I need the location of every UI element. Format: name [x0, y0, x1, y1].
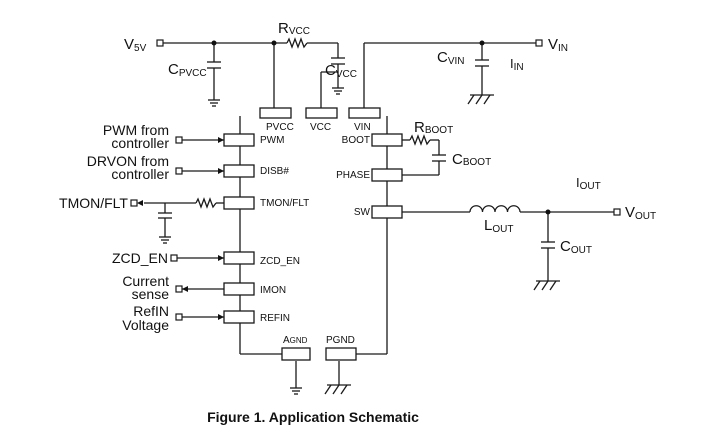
terminal-vin: [535, 39, 543, 47]
signal-labels: V5V VIN IIN IOUT VOUT PWM from controlle…: [59, 36, 656, 333]
label-pwm-line1: PWM from: [103, 122, 169, 138]
pin-box-boot: [371, 133, 403, 147]
pin-box-tmon: [223, 196, 255, 210]
terminal-vout: [613, 208, 621, 216]
label-refin-line2: Voltage: [122, 317, 169, 333]
capacitor-tmon-symbol: [158, 212, 172, 219]
pin-box-zcd-en: [223, 251, 255, 265]
figure-caption: Figure 1. Application Schematic: [207, 409, 419, 425]
component-labels: RVCC CPVCC CVCC CVIN RBOOT CBOOT LOUT CO…: [168, 20, 592, 256]
label-iout: IOUT: [576, 175, 601, 192]
pin-box-imon: [223, 282, 255, 296]
label-vout: VOUT: [625, 204, 656, 222]
capacitor-cvcc-symbol: [331, 57, 345, 65]
label-rboot: RBOOT: [414, 119, 453, 136]
label-cboot: CBOOT: [452, 151, 491, 168]
arrow-refin-icon: [218, 314, 224, 320]
arrow-drvon-icon: [218, 168, 224, 174]
resistor-rboot-symbol: [409, 134, 431, 146]
capacitor-cpvcc-symbol: [207, 61, 221, 69]
pin-box-vcc: [305, 107, 338, 119]
pin-box-pwm: [223, 133, 255, 147]
terminal-pwm: [175, 136, 183, 144]
label-cout: COUT: [560, 238, 592, 256]
terminal-zcd-en: [170, 254, 178, 262]
pin-label-tmon: TMON/FLT: [260, 198, 309, 209]
pin-label-agnd: AGND: [283, 335, 308, 346]
resistor-rvcc-symbol: [286, 37, 308, 49]
pin-label-refin: REFIN: [260, 313, 290, 324]
junction-dot: [479, 40, 485, 46]
pin-label-sw: SW: [354, 207, 371, 218]
pin-labels: PVCC VCC VIN BOOT PHASE SW PWM DISB# TMO…: [260, 122, 371, 346]
junction-dot: [545, 209, 551, 215]
label-current-line2: sense: [132, 286, 170, 302]
signal-arrows: [137, 137, 224, 320]
ground-cpvcc-icon: [208, 99, 220, 107]
ground-cvcc-icon: [332, 87, 344, 95]
terminal-v5v: [156, 39, 164, 47]
capacitor-cvin-symbol: [475, 59, 489, 67]
pin-label-pgnd: PGND: [326, 335, 355, 346]
label-cvin: CVIN: [437, 49, 465, 67]
power-ground-cvin-icon: [467, 94, 494, 105]
pin-box-phase: [371, 168, 403, 182]
label-tmon-flt: TMON/FLT: [59, 195, 128, 211]
label-v5v: V5V: [124, 36, 147, 54]
resistors: [195, 37, 431, 209]
terminal-drvon: [175, 167, 183, 175]
pin-label-pvcc: PVCC: [266, 122, 294, 133]
junction-dot: [211, 40, 217, 46]
label-drvon-line1: DRVON from: [87, 153, 169, 169]
pin-box-agnd: [281, 347, 311, 361]
label-current-line1: Current: [122, 273, 169, 289]
inductor-lout-symbol: [469, 205, 521, 213]
label-cvcc: CVCC: [325, 62, 357, 80]
pin-label-pwm: PWM: [260, 135, 284, 146]
pin-label-vin: VIN: [354, 122, 371, 133]
pin-label-boot: BOOT: [342, 135, 370, 146]
label-drvon-line2: controller: [111, 166, 169, 182]
label-pwm-line2: controller: [111, 135, 169, 151]
pin-label-disb: DISB#: [260, 166, 289, 177]
power-ground-pgnd-icon: [324, 384, 351, 395]
label-iin: IIN: [510, 56, 524, 73]
power-ground-cout-icon: [533, 280, 560, 291]
terminal-refin: [175, 313, 183, 321]
pin-box-vin: [348, 107, 381, 119]
pin-box-pgnd: [325, 347, 357, 361]
ground-agnd-icon: [290, 387, 302, 395]
resistor-tmon-symbol: [195, 197, 217, 209]
junction-dot: [271, 40, 277, 46]
terminal-tmon: [130, 199, 138, 207]
pin-box-sw: [371, 205, 403, 219]
pin-box-pvcc: [259, 107, 292, 119]
arrow-tmon-icon: [137, 200, 143, 206]
label-rvcc: RVCC: [278, 20, 310, 37]
label-refin-line1: RefIN: [133, 303, 169, 319]
label-zcd-en: ZCD_EN: [112, 250, 168, 266]
capacitor-cboot-symbol: [432, 154, 446, 162]
label-cpvcc: CPVCC: [168, 61, 207, 79]
pin-label-phase: PHASE: [336, 170, 370, 181]
capacitor-cout-symbol: [541, 241, 555, 249]
arrow-current-sense-icon: [182, 286, 188, 292]
capacitors: [158, 57, 555, 249]
pin-label-imon: IMON: [260, 285, 286, 296]
pin-box-disb: [223, 164, 255, 178]
pin-boxes: [223, 107, 403, 361]
junctions: [211, 40, 551, 215]
terminal-current-sense: [175, 285, 183, 293]
label-vin: VIN: [548, 36, 568, 54]
arrow-pwm-icon: [218, 137, 224, 143]
pin-label-zcd-en: ZCD_EN: [260, 256, 300, 267]
ground-tmon-icon: [159, 236, 171, 244]
pin-box-refin: [223, 310, 255, 324]
pin-label-vcc: VCC: [310, 122, 331, 133]
arrow-zcd-en-icon: [218, 255, 224, 261]
terminals: [130, 39, 621, 321]
label-lout: LOUT: [484, 217, 513, 235]
